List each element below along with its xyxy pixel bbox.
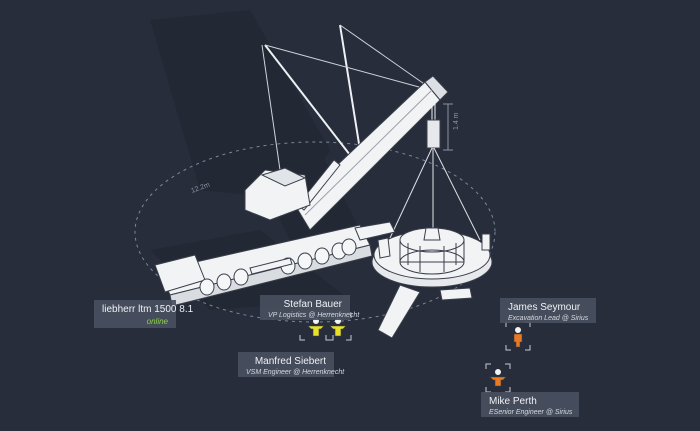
hook-height-text: 1.4 m xyxy=(453,112,460,130)
worker-label-mike[interactable]: Mike Perth ESenior Engineer @ Sirius xyxy=(481,392,579,417)
worker-marker-mike[interactable] xyxy=(485,363,511,393)
worker-role: Excavation Lead @ Sirius xyxy=(508,315,589,322)
worker-name: Stefan Bauer xyxy=(283,299,342,310)
worker-name: James Seymour xyxy=(508,302,581,313)
crane-icon xyxy=(154,24,481,307)
worker-role: ESenior Engineer @ Sirius xyxy=(489,409,573,416)
crane-status: online xyxy=(146,317,168,326)
worker-name: Manfred Siebert xyxy=(254,356,326,367)
cutterhead-icon xyxy=(371,227,493,339)
radius-text: 12.2m xyxy=(190,182,211,195)
crane-label[interactable]: liebherr ltm 1500 8.1 online xyxy=(94,300,194,328)
orange-vest-icon xyxy=(513,327,523,348)
worker-role: VP Logistics @ Herrenknecht xyxy=(268,312,360,319)
hook-height-dimension xyxy=(443,103,453,151)
worker-role: VSM Engineer @ Herrenknecht xyxy=(246,369,345,376)
worker-label-james[interactable]: James Seymour Excavation Lead @ Sirius xyxy=(500,298,596,323)
orange-vest-icon xyxy=(489,369,507,387)
worker-label-stefan[interactable]: Stefan Bauer VP Logistics @ Herrenknecht xyxy=(260,295,360,320)
crane-model: liebherr ltm 1500 8.1 xyxy=(102,304,194,315)
worker-name: Mike Perth xyxy=(489,396,537,407)
worker-label-manfred[interactable]: Manfred Siebert VSM Engineer @ Herrenkne… xyxy=(238,352,345,377)
